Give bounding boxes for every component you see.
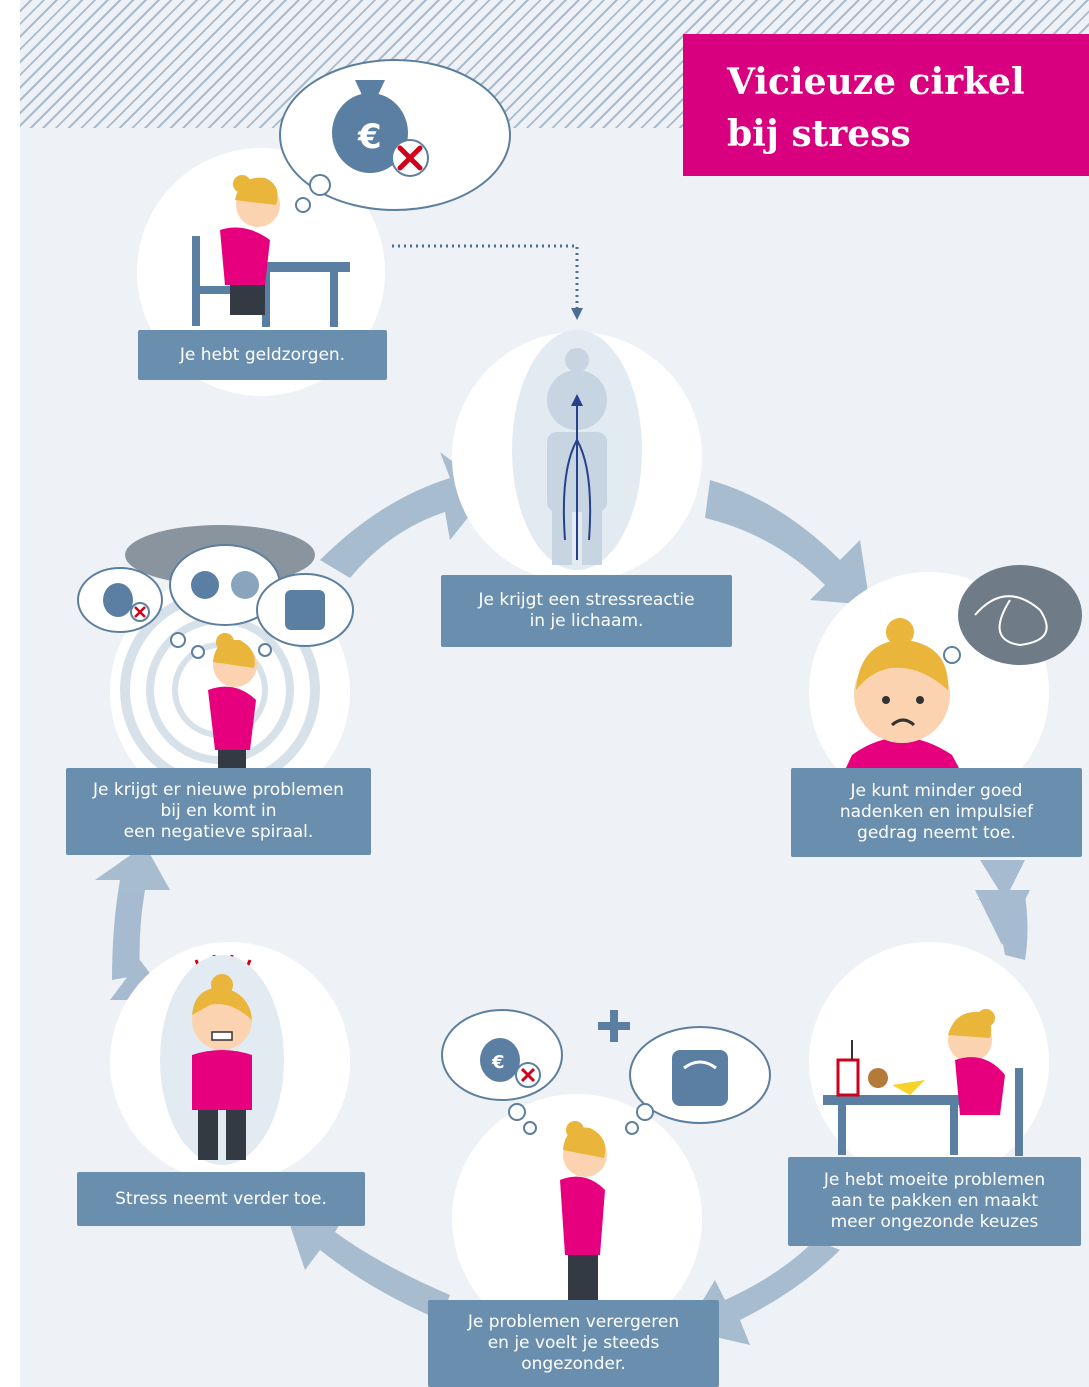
infographic-canvas: €: [20, 0, 1089, 1387]
step-1-label: Je hebt geldzorgen.: [138, 330, 387, 380]
negative-spiral: [77, 525, 354, 790]
eating-person: [823, 1009, 1023, 1156]
confused-person: [845, 565, 1082, 770]
step-5-label: Je problemen verergeren en je voelt je s…: [428, 1300, 719, 1387]
arrow-top-left: [320, 452, 490, 578]
step-3-label: Je kunt minder goed nadenken en impulsie…: [791, 768, 1082, 857]
worsening-thoughts: €: [441, 1009, 771, 1300]
dotted-connector: [392, 244, 579, 310]
arrow-bottom-left: [285, 1210, 450, 1320]
cross-icon: [391, 139, 429, 177]
illustrations: €: [77, 59, 1082, 1300]
arrow-left-upper: [95, 845, 170, 980]
person-at-desk: [192, 175, 350, 327]
money-bag-icon: €: [332, 80, 408, 173]
tangle-icon: [974, 595, 1048, 647]
stress-body-figure: [512, 330, 642, 570]
step-4-label: Je hebt moeite problemen aan te pakken e…: [788, 1157, 1081, 1246]
stressed-person: [160, 954, 284, 1165]
arrow-right-upper: [980, 860, 1025, 900]
arrow-top-right: [705, 480, 870, 605]
svg-text:€: €: [357, 117, 382, 157]
step-7-label: Je krijgt er nieuwe problemen bij en kom…: [66, 768, 371, 855]
scale-icon: [672, 1050, 728, 1106]
title-banner: Vicieuze cirkel bij stress: [683, 34, 1089, 176]
title-line-2: bij stress: [727, 113, 911, 155]
arrow-right-head: [975, 890, 1030, 945]
money-worry-thought: €: [279, 59, 511, 213]
cycle-arrows: [95, 244, 1030, 1345]
dotted-connector-head: [571, 308, 583, 320]
plus-icon: [598, 1010, 630, 1042]
step-2-label: Je krijgt een stressreactie in je lichaa…: [441, 575, 732, 647]
arrow-bottom-right: [685, 1240, 840, 1345]
food-icon: [836, 1040, 925, 1097]
title-line-1: Vicieuze cirkel: [727, 61, 1025, 103]
svg-text:€: €: [491, 1052, 505, 1073]
step-6-label: Stress neemt verder toe.: [77, 1172, 365, 1226]
